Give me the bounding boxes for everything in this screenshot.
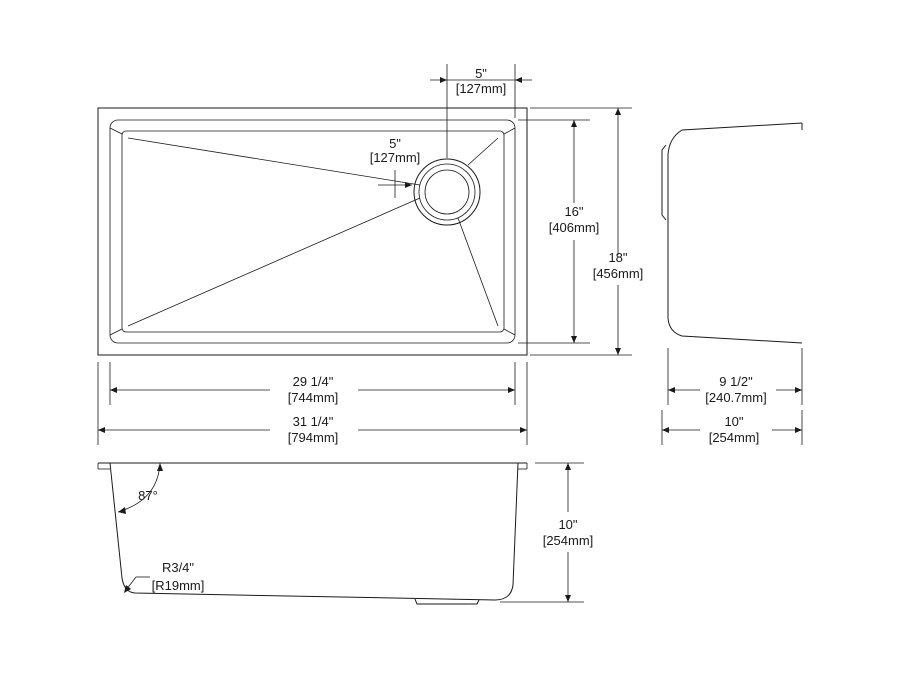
slope-line — [127, 197, 421, 327]
side-view — [661, 122, 803, 344]
dim-corner-radius-imperial: R3/4" — [162, 560, 194, 575]
dim-bowl-length: 16" [406mm] — [518, 119, 600, 344]
dim-side-overall-depth: 10" [254mm] — [661, 410, 803, 447]
drain-outer — [413, 158, 481, 226]
dim-wall-angle: 87° — [117, 462, 163, 514]
dim-side-bowl-depth-imperial: 9 1/2" — [719, 374, 753, 389]
dim-side-bowl-depth-metric: [240.7mm] — [705, 390, 766, 405]
dim-overall-length: 18" [456mm] — [530, 107, 644, 356]
dim-overall-length-imperial: 18" — [608, 250, 627, 265]
dim-front-depth: 10" [254mm] — [500, 462, 594, 603]
corner-bevel — [503, 127, 516, 135]
dim-overall-length-metric: [456mm] — [593, 266, 644, 281]
sink-bowl-floor — [121, 130, 505, 333]
slope-line — [127, 137, 421, 186]
corner-bevel — [109, 328, 123, 336]
front-view — [97, 462, 528, 605]
corner-bevel — [503, 328, 516, 336]
dim-side-bowl-depth: 9 1/2" [240.7mm] — [667, 348, 803, 406]
dim-side-overall-depth-imperial: 10" — [724, 414, 743, 429]
dim-drain-offset-top: 5" [127mm] — [430, 64, 532, 158]
dim-drain-offset-side: 5" [127mm] — [370, 136, 421, 198]
dim-corner-radius: R3/4" [R19mm] — [124, 560, 204, 593]
sink-flange-inner — [109, 119, 516, 344]
dim-drain-offset-side-imperial: 5" — [389, 136, 401, 151]
front-profile — [109, 462, 519, 601]
drain-middle — [418, 163, 476, 221]
front-drain-outlet — [414, 598, 480, 605]
top-view — [97, 107, 528, 356]
dim-drain-offset-top-metric: [127mm] — [456, 81, 507, 96]
dim-corner-radius-metric: [R19mm] — [152, 578, 205, 593]
side-profile — [667, 122, 803, 344]
dim-overall-width-metric: [794mm] — [288, 430, 339, 445]
dim-bowl-width-imperial: 29 1/4" — [293, 374, 334, 389]
corner-bevel — [109, 127, 123, 135]
dim-front-depth-imperial: 10" — [558, 517, 577, 532]
drain-inner — [424, 169, 470, 215]
dim-overall-width: 31 1/4" [794mm] — [97, 362, 528, 447]
dim-wall-angle-label: 87° — [138, 488, 158, 503]
dim-bowl-length-metric: [406mm] — [549, 220, 600, 235]
dim-front-depth-metric: [254mm] — [543, 533, 594, 548]
dim-bowl-length-imperial: 16" — [564, 204, 583, 219]
dim-drain-offset-side-metric: [127mm] — [370, 150, 421, 165]
dim-side-overall-depth-metric: [254mm] — [709, 430, 760, 445]
dim-overall-width-imperial: 31 1/4" — [293, 414, 334, 429]
dim-bowl-width-metric: [744mm] — [288, 390, 339, 405]
dim-drain-offset-top-imperial: 5" — [475, 66, 487, 81]
side-flange-lip — [661, 144, 667, 221]
slope-line — [457, 217, 499, 327]
dim-bowl-width: 29 1/4" [744mm] — [109, 362, 516, 406]
sink-outer-flange — [97, 107, 528, 356]
slope-line — [467, 137, 499, 166]
